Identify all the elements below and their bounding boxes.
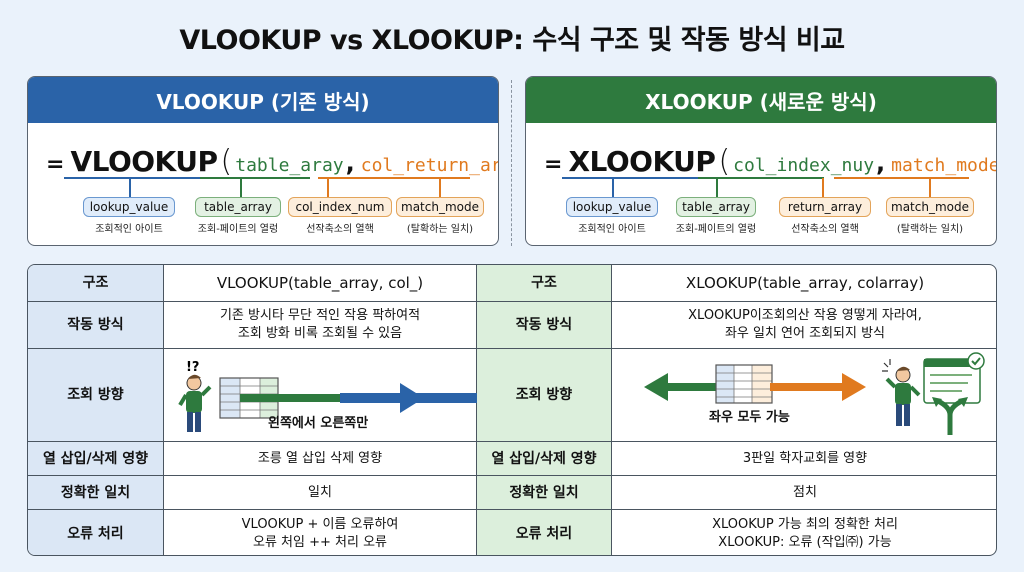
tag-col-index-num: col_index_num: [288, 197, 392, 217]
vlookup-formula: = VLOOKUP ( table_aray , col_return_arra…: [46, 144, 498, 179]
sub-match-mode: (탈랙하는 일치): [896, 224, 964, 235]
row-label: 조회 방향: [28, 349, 164, 441]
row-value-line: XLOOKUP이조회의산 작용 영떻게 자라여, 좌우 일치 연어 조회되지 방…: [688, 308, 922, 341]
table-row: 오류 처리 VLOOKUP + 이름 오류하여 오류 처임 ++ 처리 오류 오…: [28, 510, 996, 555]
page-title: VLOOKUP vs XLOOKUP: 수식 구조 및 작동 방식 비교: [179, 25, 845, 56]
right-arrow-icon: [770, 373, 866, 401]
row-label: 구조: [28, 265, 164, 301]
row-label: 작동 방식: [28, 302, 164, 348]
question-marks: !?: [186, 360, 199, 375]
direction-illustration-right: 좌우 모두 가능: [612, 349, 996, 441]
formula-comma: ,: [876, 149, 886, 177]
card-divider: [511, 80, 512, 246]
underline-function: [64, 177, 210, 179]
row-value: XLOOKUP 가능 최의 정확한 처리 XLOOKUP: 오류 (작입㈜) 가…: [612, 510, 996, 555]
formula-comma: ,: [345, 149, 355, 177]
row-label: 열 삽입/삭제 영향: [28, 442, 164, 475]
row-value: 일치: [164, 476, 477, 509]
check-circle-icon: [967, 352, 985, 370]
table-row: 정확한 일치 일치 정확한 일치 점치: [28, 476, 996, 510]
person-icon: [178, 374, 212, 432]
row-label: 작동 방식: [477, 302, 612, 348]
tag-match-mode: match_mode: [396, 197, 484, 217]
connector-lookup: [129, 178, 131, 197]
row-value: VLOOKUP(table_array, col_): [164, 265, 477, 301]
formula-function-name: VLOOKUP: [70, 145, 218, 178]
connector-table: [240, 178, 242, 197]
left-arrow-icon: [644, 373, 736, 401]
vlookup-card-header: VLOOKUP (기존 방식): [28, 77, 498, 123]
connector-col-index: [327, 178, 329, 197]
direction-caption: 좌우 모두 가능: [709, 410, 790, 425]
row-label: 오류 처리: [477, 510, 612, 555]
tag-return-array: return_array: [779, 197, 871, 217]
left-to-right-illustration: !?: [178, 360, 477, 432]
formula-open-paren: (: [220, 144, 233, 179]
row-label: 오류 처리: [28, 510, 164, 555]
direction-illustration-left: !?: [164, 349, 477, 441]
bidirectional-illustration: [644, 352, 985, 435]
formula-equals: =: [46, 152, 65, 177]
formula-function-name: XLOOKUP: [568, 145, 716, 178]
row-value: 기존 방시타 무단 적인 작용 팍하여적 조회 방화 비록 조회될 수 있음: [164, 302, 477, 348]
row-value: XLOOKUP이조회의산 작용 영떻게 자라여, 좌우 일치 연어 조회되지 방…: [612, 302, 996, 348]
formula-arg-table: table_aray: [235, 155, 344, 176]
underline-return: [318, 177, 470, 179]
underline-table: [200, 177, 310, 179]
sub-table-array: 조회-페이트의 열렁: [675, 224, 757, 235]
row-value: 3판일 학자교회를 영향: [742, 450, 868, 466]
sub-lookup-value: 조회적인 아이트: [95, 224, 163, 235]
underline-index: [698, 177, 824, 179]
table-row: 구조 VLOOKUP(table_array, col_) 구조 XLOOKUP…: [28, 265, 996, 302]
xlookup-card-header: XLOOKUP (새로운 방식): [526, 77, 996, 123]
table-row: 작동 방식 기존 방시타 무단 적인 작용 팍하여적 조회 방화 비록 조회될 …: [28, 302, 996, 349]
comparison-table: 구조 VLOOKUP(table_array, col_) 구조 XLOOKUP…: [27, 264, 997, 556]
connector-match-mode: [439, 178, 441, 197]
table-row: 열 삽입/삭제 영향 조릉 열 삽입 삭제 영향 열 삽입/삭제 영향 3판일 …: [28, 442, 996, 476]
row-value-line: 기존 방시타 무단 적인 작용 팍하여적 조회 방화 비록 조회될 수 있음: [219, 308, 421, 341]
formula-equals: =: [544, 152, 563, 177]
table-row: 조회 방향 !?: [28, 349, 996, 442]
branching-arrows-icon: [932, 397, 968, 435]
person-icon: [882, 359, 921, 426]
formula-open-paren: (: [718, 144, 731, 179]
tag-lookup-value: lookup_value: [83, 197, 175, 217]
sub-table-array: 조회-페이트의 열렁: [197, 224, 279, 235]
row-value: 점치: [793, 484, 817, 500]
underline-function: [562, 177, 708, 179]
row-label: 정확한 일치: [28, 476, 164, 509]
sub-match-mode: (탈확하는 일치): [406, 224, 474, 235]
tag-table-array: table_array: [676, 197, 756, 217]
row-label: 열 삽입/삭제 영향: [477, 442, 612, 475]
xlookup-formula: = XLOOKUP ( col_index_nuy , match_mode ): [544, 144, 997, 179]
sub-col-index-num: 선작축소의 열핵: [306, 224, 374, 235]
row-label: 구조: [477, 265, 612, 301]
underline-match: [834, 177, 969, 179]
row-value: VLOOKUP + 이름 오류하여 오류 처임 ++ 처리 오류: [164, 510, 477, 555]
connector-return: [822, 178, 824, 197]
connector-match-mode: [929, 178, 931, 197]
row-label: 정확한 일치: [477, 476, 612, 509]
direction-caption: 왼쪽에서 오른쪽만: [268, 416, 369, 431]
row-value-line: VLOOKUP + 이름 오류하여 오류 처임 ++ 처리 오류: [241, 516, 399, 550]
browser-window-icon: [923, 358, 981, 404]
spreadsheet-icon: [715, 364, 773, 404]
tag-lookup-value: lookup_value: [566, 197, 658, 217]
formula-arg-index: col_index_nuy: [733, 155, 875, 176]
connector-lookup: [612, 178, 614, 197]
xlookup-card: XLOOKUP (새로운 방식) = XLOOKUP ( col_index_n…: [525, 76, 997, 246]
tag-table-array: table_array: [195, 197, 281, 217]
vlookup-card: VLOOKUP (기존 방식) = VLOOKUP ( table_aray ,…: [27, 76, 499, 246]
formula-arg-match: match_mode: [891, 155, 997, 176]
sub-lookup-value: 조회적인 아이트: [578, 224, 646, 235]
formula-arg-return: col_return_array: [360, 155, 498, 176]
row-value-line: XLOOKUP 가능 최의 정확한 처리 XLOOKUP: 오류 (작입㈜) 가…: [712, 516, 898, 550]
row-label: 조회 방향: [477, 349, 612, 441]
row-value: XLOOKUP(table_array, colarray): [685, 274, 925, 292]
sub-return-array: 선작축소의 열핵: [791, 224, 859, 235]
tag-match-mode: match_mode: [886, 197, 974, 217]
connector-table: [716, 178, 718, 197]
row-value: 조릉 열 삽입 삭제 영향: [164, 442, 477, 475]
right-arrow-icon: [240, 383, 477, 413]
